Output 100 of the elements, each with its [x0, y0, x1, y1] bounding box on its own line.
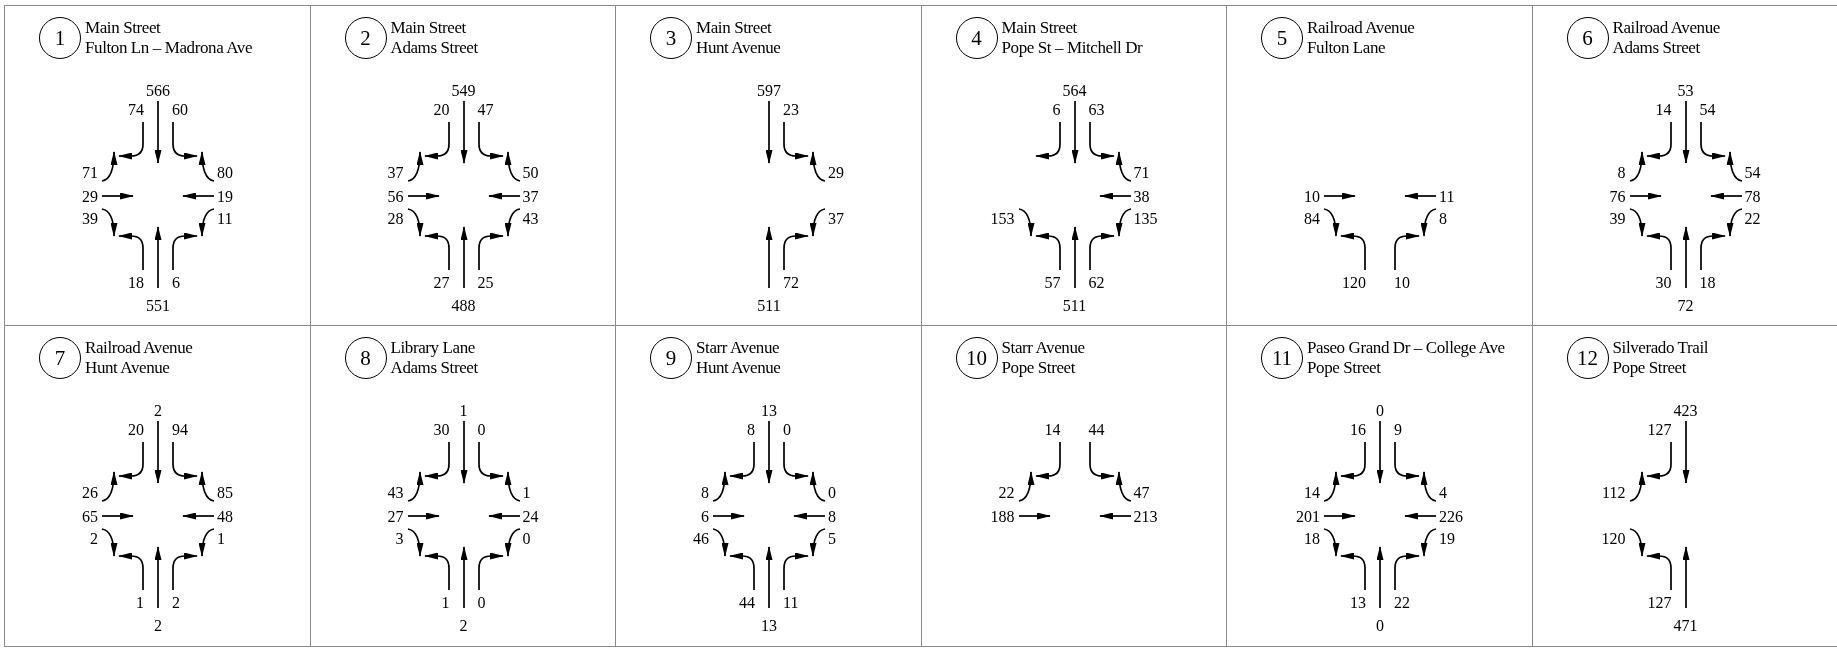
street-name: Main Street — [390, 18, 466, 38]
volume-label: 39 — [82, 209, 98, 227]
intersection-panel — [1226, 5, 1533, 327]
volume-label: 43 — [387, 483, 404, 501]
street-name: Starr Avenue — [696, 338, 780, 358]
volume-label: 0 — [522, 529, 531, 547]
intersection-number: 3 — [665, 27, 677, 49]
volume-label: 71 — [1133, 163, 1150, 181]
volume-label: 54 — [1699, 100, 1716, 118]
volume-label: 23 — [783, 100, 799, 118]
volume-label: 47 — [1133, 483, 1150, 501]
volume-label: 19 — [217, 187, 233, 205]
volume-label: 1 — [459, 401, 468, 419]
volume-label: 22 — [998, 483, 1015, 501]
volume-label: 16 — [1350, 420, 1366, 438]
volume-label: 6 — [701, 507, 709, 525]
volume-label: 29 — [828, 163, 844, 181]
volume-label: 11 — [1439, 187, 1455, 205]
volume-label: 27 — [433, 273, 450, 291]
intersection-panel — [4, 5, 311, 327]
volume-label: 6 — [172, 273, 180, 291]
volume-label: 564 — [1062, 81, 1087, 99]
volume-label: 80 — [217, 163, 233, 181]
volume-label: 10 — [1304, 187, 1320, 205]
volume-label: 38 — [1133, 187, 1150, 205]
volume-label: 8 — [828, 507, 836, 525]
volume-label: 8 — [701, 483, 709, 501]
volume-label: 18 — [1304, 529, 1320, 547]
volume-label: 46 — [693, 529, 709, 547]
volume-label: 56 — [387, 187, 404, 205]
street-name: Pope St – Mitchell Dr — [1001, 38, 1143, 58]
volume-label: 25 — [477, 273, 494, 291]
intersection-panel — [615, 325, 922, 647]
volume-label: 30 — [433, 420, 450, 438]
intersection-number: 2 — [360, 27, 371, 49]
volume-label: 566 — [146, 81, 170, 99]
volume-label: 6 — [1052, 100, 1061, 118]
volume-label: 0 — [828, 483, 836, 501]
street-name: Railroad Avenue — [85, 338, 193, 358]
volume-label: 20 — [433, 100, 450, 118]
street-name: Pope Street — [1001, 358, 1075, 378]
volume-label: 471 — [1673, 616, 1698, 634]
street-name: Fulton Lane — [1307, 38, 1386, 58]
volume-label: 201 — [1296, 507, 1320, 525]
volume-label: 511 — [1062, 296, 1087, 314]
volume-label: 120 — [1601, 529, 1626, 547]
volume-label: 22 — [1744, 209, 1761, 227]
volume-label: 1 — [441, 593, 450, 611]
volume-label: 72 — [1677, 296, 1694, 314]
volume-label: 43 — [522, 209, 539, 227]
volume-label: 18 — [1699, 273, 1716, 291]
volume-label: 27 — [387, 507, 404, 525]
volume-label: 13 — [761, 401, 777, 419]
street-name: Main Street — [85, 18, 161, 38]
street-name: Adams Street — [1612, 38, 1700, 58]
street-name: Paseo Grand Dr – College Ave — [1307, 338, 1505, 358]
intersection-number: 11 — [1271, 347, 1293, 369]
volume-label: 188 — [990, 507, 1015, 525]
volume-label: 2 — [90, 529, 98, 547]
volume-label: 3 — [395, 529, 404, 547]
intersection-panel — [309, 325, 617, 647]
volume-label: 13 — [1350, 593, 1366, 611]
volume-label: 85 — [217, 483, 233, 501]
volume-label: 0 — [1376, 616, 1384, 634]
volume-label: 226 — [1439, 507, 1463, 525]
intersection-number: 9 — [665, 347, 677, 369]
volume-label: 44 — [1088, 420, 1105, 438]
street-name: Adams Street — [390, 38, 478, 58]
intersection-number: 6 — [1582, 27, 1593, 49]
volume-label: 84 — [1304, 209, 1320, 227]
volume-label: 1 — [522, 483, 531, 501]
volume-label: 0 — [477, 593, 486, 611]
volume-label: 20 — [128, 420, 144, 438]
street-name: Railroad Avenue — [1612, 18, 1720, 38]
street-name: Hunt Avenue — [696, 358, 781, 378]
intersection-number: 8 — [360, 347, 371, 369]
volume-label: 22 — [1394, 593, 1410, 611]
volume-label: 4 — [1439, 483, 1447, 501]
volume-label: 488 — [451, 296, 476, 314]
volume-label: 74 — [128, 100, 144, 118]
volume-label: 57 — [1044, 273, 1061, 291]
street-name: Fulton Ln – Madrona Ave — [85, 38, 253, 58]
intersection-number: 12 — [1577, 347, 1598, 369]
volume-label: 60 — [172, 100, 188, 118]
intersection-panel — [1531, 325, 1837, 647]
volume-label: 94 — [172, 420, 188, 438]
volume-label: 0 — [477, 420, 486, 438]
street-name: Hunt Avenue — [85, 358, 170, 378]
volume-label: 72 — [783, 273, 799, 291]
volume-label: 127 — [1647, 593, 1672, 611]
volume-label: 0 — [1376, 401, 1384, 419]
street-name: Pope Street — [1612, 358, 1686, 378]
volume-label: 2 — [154, 401, 162, 419]
volume-label: 26 — [82, 483, 98, 501]
intersection-number: 7 — [54, 347, 66, 369]
street-name: Silverado Trail — [1612, 338, 1709, 358]
volume-label: 135 — [1133, 209, 1158, 227]
volume-label: 10 — [1394, 273, 1410, 291]
volume-label: 13 — [761, 616, 777, 634]
volume-label: 24 — [522, 507, 539, 525]
